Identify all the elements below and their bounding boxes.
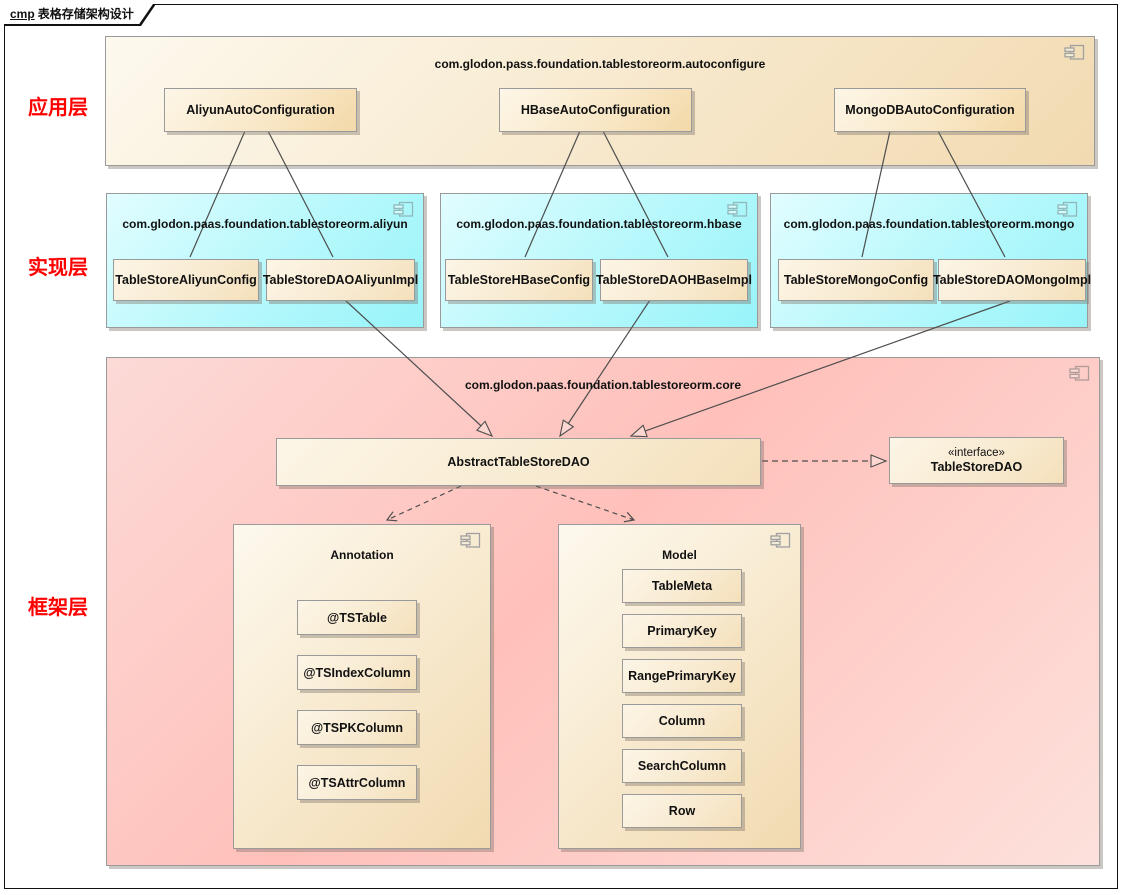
package-name: com.glodon.paas.foundation.tablestoreorm…: [464, 378, 742, 392]
component-icon: [393, 201, 414, 217]
component-tablestore-dao-aliyun-impl[interactable]: TableStoreDAOAliyunImpl: [262, 259, 419, 301]
package-aliyun[interactable]: com.glodon.paas.foundation.tablestoreorm…: [106, 193, 424, 328]
component-tablestore-hbase-config[interactable]: TableStoreHBaseConfig: [445, 259, 593, 301]
component-label: TableStoreAliyunConfig: [115, 273, 257, 287]
component-tablestore-aliyun-config[interactable]: TableStoreAliyunConfig: [113, 259, 259, 301]
component-label: @TSPKColumn: [310, 720, 404, 735]
component-row[interactable]: Row: [622, 794, 742, 828]
component-label: TableStoreHBaseConfig: [447, 273, 591, 287]
interface-stereotype: «interface»: [948, 446, 1005, 459]
component-label: MongoDBAutoConfiguration: [845, 103, 1015, 117]
layer-label-implementation: 实现层: [28, 257, 88, 279]
component-label: TableStoreDAOHBaseImpl: [595, 273, 753, 287]
component-icon: [727, 201, 748, 217]
component-abstract-tablestore-dao[interactable]: AbstractTableStoreDAO: [276, 438, 761, 486]
frame-type-label: cmp: [10, 7, 35, 21]
component-label: @TSTable: [327, 610, 387, 625]
component-tablestore-dao-mongo-impl[interactable]: TableStoreDAOMongoImpl: [933, 259, 1091, 301]
interface-name: TableStoreDAO: [930, 459, 1023, 474]
component-label: TableStoreDAOMongoImpl: [932, 273, 1092, 287]
component-label: PrimaryKey: [647, 624, 717, 638]
component-label: TableStoreMongoConfig: [783, 273, 929, 287]
component-label: TableStoreDAOAliyunImpl: [262, 273, 419, 287]
diagram-title: 表格存储架构设计: [37, 7, 134, 21]
package-model[interactable]: Model TableMeta PrimaryKey RangePrimaryK…: [558, 524, 801, 849]
component-hbase-auto-configuration[interactable]: HBaseAutoConfiguration: [499, 88, 692, 132]
component-tstable-annotation[interactable]: @TSTable: [297, 600, 417, 635]
component-searchcolumn[interactable]: SearchColumn: [622, 749, 742, 783]
component-mongodb-auto-configuration[interactable]: MongoDBAutoConfiguration: [834, 88, 1026, 132]
component-tablestore-mongo-config[interactable]: TableStoreMongoConfig: [778, 259, 934, 301]
component-label: @TSIndexColumn: [303, 665, 411, 680]
diagram-frame: [4, 4, 1118, 889]
package-name: com.glodon.paas.foundation.tablestoreorm…: [122, 217, 408, 231]
component-label: TableMeta: [651, 579, 713, 593]
component-label: @TSAttrColumn: [308, 775, 406, 790]
component-column[interactable]: Column: [622, 704, 742, 738]
package-core[interactable]: com.glodon.paas.foundation.tablestoreorm…: [106, 357, 1100, 866]
package-name: Annotation: [330, 548, 394, 562]
package-mongo[interactable]: com.glodon.paas.foundation.tablestoreorm…: [770, 193, 1091, 328]
component-icon: [1069, 365, 1090, 381]
package-annotation[interactable]: Annotation @TSTable @TSIndexColumn @TSPK…: [233, 524, 491, 849]
component-tablemeta[interactable]: TableMeta: [622, 569, 742, 603]
package-autoconfigure[interactable]: com.glodon.pass.foundation.tablestoreorm…: [105, 36, 1095, 166]
component-rangeprimarykey[interactable]: RangePrimaryKey: [622, 659, 742, 693]
component-icon: [770, 532, 791, 548]
component-label: Column: [658, 714, 706, 728]
component-tsindexcolumn-annotation[interactable]: @TSIndexColumn: [297, 655, 417, 690]
component-label: HBaseAutoConfiguration: [520, 103, 671, 117]
component-icon: [460, 532, 481, 548]
component-icon: [1057, 201, 1078, 217]
component-label: AliyunAutoConfiguration: [186, 103, 335, 117]
package-name: Model: [662, 548, 697, 562]
component-tablestore-dao-hbase-impl[interactable]: TableStoreDAOHBaseImpl: [596, 259, 752, 301]
layer-label-application: 应用层: [28, 97, 88, 119]
component-tablestore-dao-interface[interactable]: «interface» TableStoreDAO: [889, 437, 1064, 484]
component-tspkcolumn-annotation[interactable]: @TSPKColumn: [297, 710, 417, 745]
package-name: com.glodon.paas.foundation.tablestoreorm…: [783, 217, 1075, 231]
layer-label-framework: 框架层: [28, 597, 88, 619]
component-primarykey[interactable]: PrimaryKey: [622, 614, 742, 648]
component-label: Row: [668, 804, 696, 818]
component-label: SearchColumn: [637, 759, 727, 773]
package-name: com.glodon.pass.foundation.tablestoreorm…: [434, 57, 766, 71]
component-label: RangePrimaryKey: [628, 669, 736, 683]
component-icon: [1064, 44, 1085, 60]
package-hbase[interactable]: com.glodon.paas.foundation.tablestoreorm…: [440, 193, 758, 328]
component-label: AbstractTableStoreDAO: [447, 455, 590, 469]
package-name: com.glodon.paas.foundation.tablestoreorm…: [456, 217, 742, 231]
component-aliyun-auto-configuration[interactable]: AliyunAutoConfiguration: [164, 88, 357, 132]
component-tsattrcolumn-annotation[interactable]: @TSAttrColumn: [297, 765, 417, 800]
